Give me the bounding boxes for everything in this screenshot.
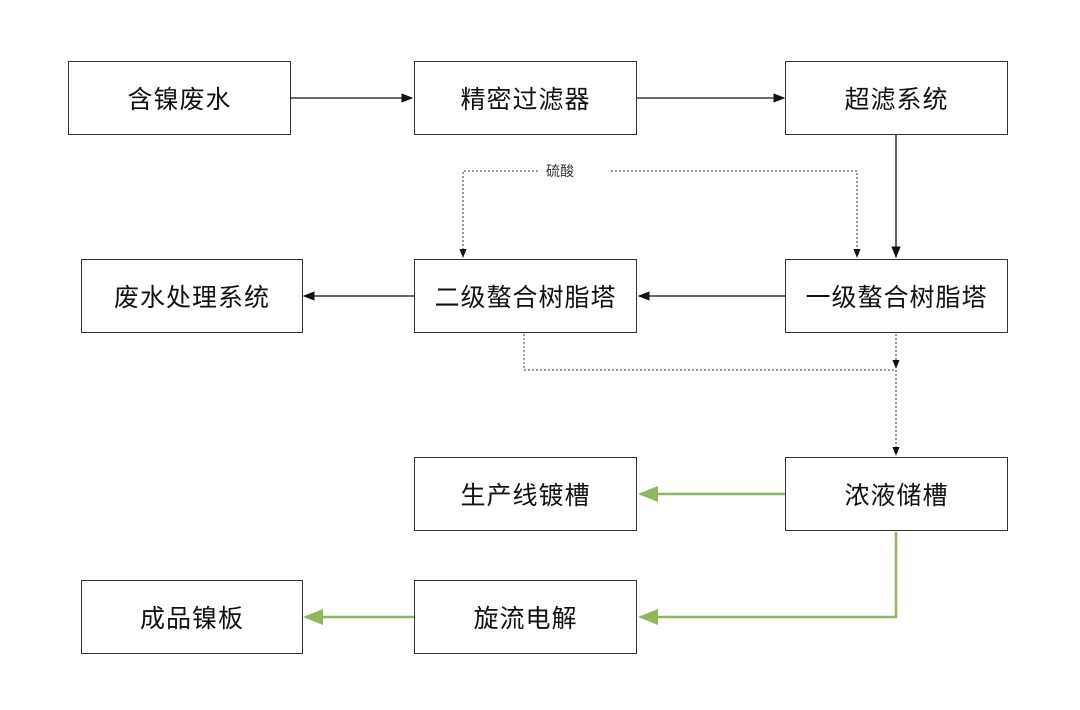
acid-line-to-tower1 [611,170,861,258]
node-nickel-plate: 成品镍板 [81,580,303,654]
arrow-concentrate-to-electrolysis [638,532,898,625]
acid-label: 硫酸 [546,164,574,180]
return-line-from-tower2 [523,334,896,371]
node-cyclone-electrolysis: 旋流电解 [414,580,637,654]
node-tower-1: 一级螯合树脂塔 [785,259,1008,333]
node-concentrate-tank: 浓液储槽 [785,457,1008,531]
acid-line-to-tower2 [459,170,538,258]
node-plating-tank: 生产线镀槽 [414,457,637,531]
node-wastewater: 含镍废水 [68,61,291,135]
node-wastewater-treatment: 废水处理系统 [81,259,303,333]
node-precision-filter: 精密过滤器 [414,61,637,135]
node-ultrafiltration: 超滤系统 [785,61,1008,135]
node-tower-2: 二级螯合树脂塔 [414,259,637,333]
